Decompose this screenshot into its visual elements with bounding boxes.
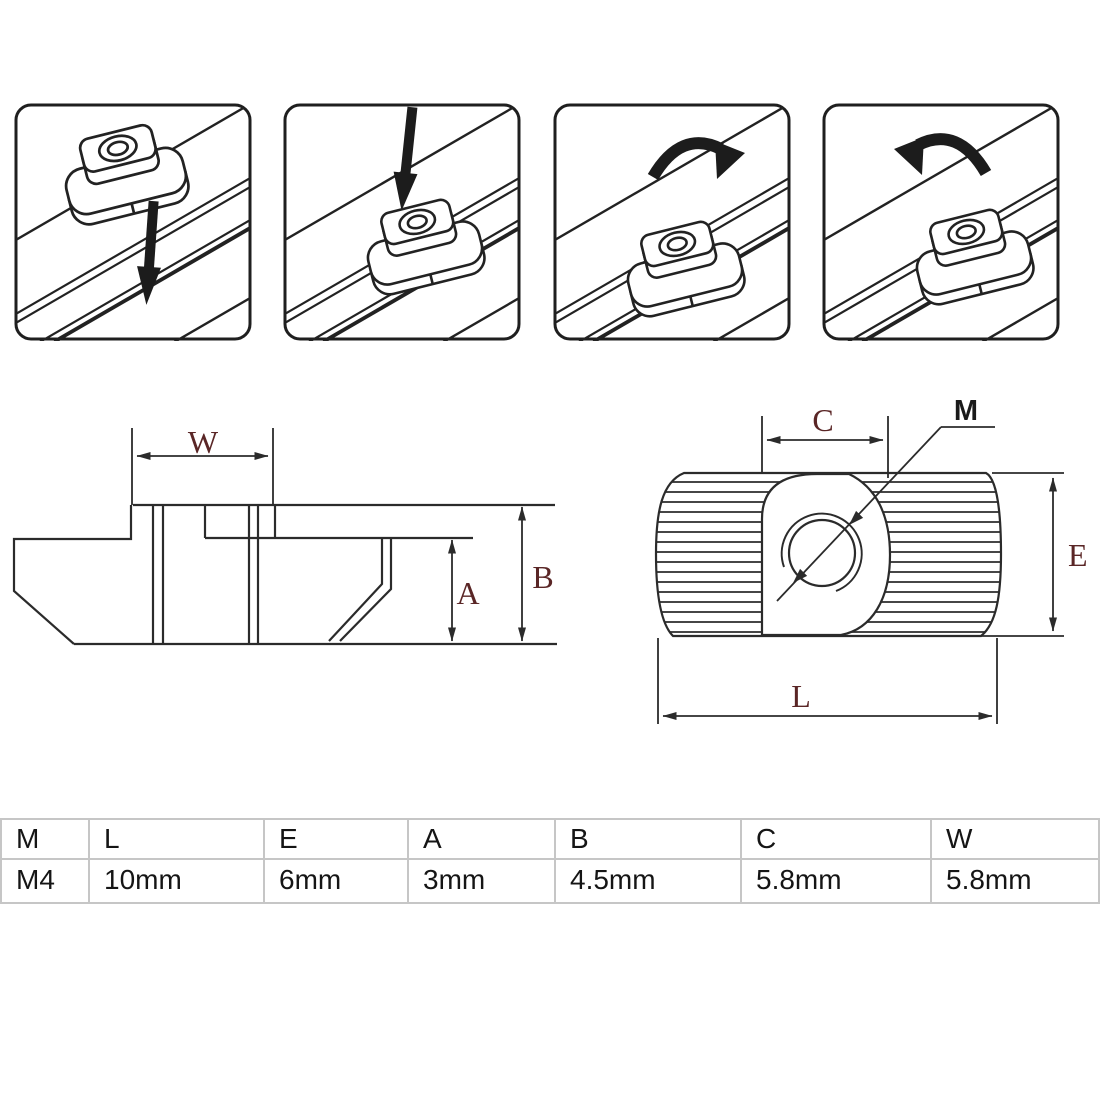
value-m: M4 (0, 858, 90, 904)
top-view-drawing: C M E L (654, 395, 1088, 724)
length-l-label: L (791, 678, 811, 714)
col-header-b: B (554, 818, 742, 860)
height-a-label: A (456, 575, 479, 611)
thread-size-leader (776, 426, 995, 602)
side-dimension-lines (131, 428, 526, 642)
width-e-label: E (1068, 537, 1088, 573)
value-b: 4.5mm (554, 858, 742, 904)
install-step-2-panel (283, 103, 521, 341)
col-header-c: C (740, 818, 932, 860)
value-c: 5.8mm (740, 858, 932, 904)
install-step-1-panel (14, 103, 252, 341)
width-w-label: W (188, 424, 219, 460)
col-header-w: W (930, 818, 1100, 860)
install-step-3-panel (553, 103, 791, 341)
size-spec-table: M L E A B C W M4 10mm 6mm 3mm 4.5mm 5.8m… (0, 818, 1100, 904)
side-view-drawing: W A B (12, 424, 557, 646)
col-header-e: E (263, 818, 409, 860)
top-dimension-lines (657, 416, 1064, 724)
value-e: 6mm (263, 858, 409, 904)
value-l: 10mm (88, 858, 265, 904)
width-c-label: C (812, 402, 833, 438)
installation-steps-row (14, 103, 1060, 341)
side-profile-outline (12, 503, 557, 646)
value-w: 5.8mm (930, 858, 1100, 904)
install-step-4-panel (822, 103, 1060, 341)
threaded-hole-circle (787, 518, 857, 588)
value-a: 3mm (407, 858, 556, 904)
thread-m-label: M (954, 395, 978, 427)
spec-header-row: M L E A B C W (0, 818, 1100, 860)
col-header-l: L (88, 818, 265, 860)
col-header-m: M (0, 818, 90, 860)
col-header-a: A (407, 818, 556, 860)
height-b-label: B (532, 559, 553, 595)
thread-major-arc (780, 512, 863, 592)
spec-value-row: M4 10mm 6mm 3mm 4.5mm 5.8mm 5.8mm (0, 858, 1100, 904)
